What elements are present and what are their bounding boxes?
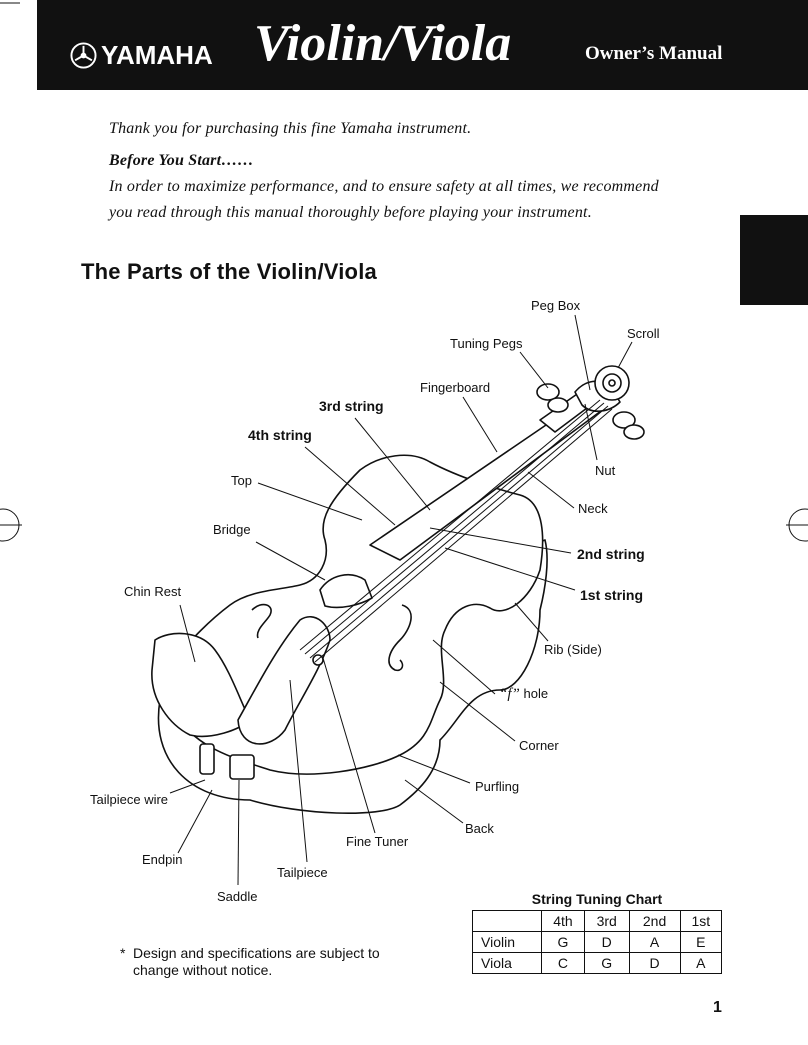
endpin-shape [199,743,215,775]
header-cell: 2nd [628,910,681,932]
note-cell: D [583,931,630,953]
label-scroll: Scroll [627,326,660,341]
disclaimer-note: * Design and specifications are subject … [120,945,420,979]
label-2nd-string: 2nd string [577,546,645,562]
intro-body-line-1: In order to maximize performance, and to… [109,178,659,195]
label-corner: Corner [519,738,559,753]
intro-section: Thank you for purchasing this fine Yamah… [109,116,729,226]
document-subtitle: Owner’s Manual [585,43,723,64]
label-fine-tuner: Fine Tuner [346,834,409,849]
label-bridge: Bridge [213,522,251,537]
note-cell: G [541,931,585,953]
note-cell: E [679,931,723,953]
header-cell: 1st [679,910,723,932]
saddle-shape [229,754,255,780]
label-endpin: Endpin [142,852,183,867]
label-peg-box: Peg Box [531,298,581,313]
label-f-hole-letter: “f” [499,686,520,702]
tuning-peg-2 [547,397,569,413]
instrument-cell: Viola [472,952,542,974]
label-rib-side: Rib (Side) [544,642,602,657]
label-f-hole-word: hole [523,686,549,701]
header-cell: 3rd [583,910,630,932]
header-banner: YAMAHA Violin/Viola Owner’s Manual [37,0,808,90]
label-neck: Neck [578,501,608,516]
tuning-peg-1 [536,383,560,401]
brand-logo: YAMAHA [70,40,213,71]
label-nut: Nut [595,463,616,478]
f-hole-left [251,603,272,639]
tuning-chart-header-row: 4th 3rd 2nd 1st [472,910,723,932]
label-purfling: Purfling [475,779,520,794]
label-tailpiece: Tailpiece [277,865,328,880]
scroll-shape [594,365,630,401]
violin-diagram [151,314,645,886]
note-text: Design and specifications are subject to… [133,945,380,978]
tuning-chart-row: Violin G D A E [472,931,723,953]
label-tailpiece-wire: Tailpiece wire [90,792,169,807]
tuning-fork-logo-icon [70,42,97,69]
note-cell: A [628,931,681,953]
tuning-peg-4 [623,424,645,440]
tailpiece-shape [237,616,331,745]
note-asterisk: * [120,945,126,961]
note-cell: G [583,952,630,974]
tuning-chart-row: Viola C G D A [472,952,723,974]
brand-name: YAMAHA [101,40,213,70]
label-back: Back [465,821,494,836]
label-4th-string: 4th string [248,427,312,443]
label-chin-rest: Chin Rest [124,584,182,599]
side-index-tab [740,215,808,305]
before-you-start-heading: Before You Start…… [109,152,254,169]
page-number: 1 [713,999,722,1016]
section-title: The Parts of the Violin/Viola [81,259,377,284]
registration-mark-right [786,508,808,542]
note-cell: D [628,952,681,974]
intro-thanks: Thank you for purchasing this fine Yamah… [109,120,472,137]
registration-mark-top-left [0,2,20,4]
f-hole-right [388,604,412,672]
note-cell: A [679,952,723,974]
label-3rd-string: 3rd string [319,398,384,414]
registration-mark-left [0,508,22,542]
tuning-chart-title: String Tuning Chart [531,891,663,907]
label-f-hole: “f” hole [499,686,548,703]
label-fingerboard: Fingerboard [420,380,491,395]
tuning-peg-3 [612,411,636,429]
instrument-cell: Violin [472,931,542,953]
header-cell: 4th [541,910,585,932]
label-1st-string: 1st string [580,587,644,603]
label-top: Top [231,473,252,488]
intro-body-line-2: you read through this manual thoroughly … [109,204,592,221]
label-tuning-pegs: Tuning Pegs [450,336,523,351]
header-cell [472,910,542,932]
tuning-chart-table: 4th 3rd 2nd 1st Violin G D A E Viola C G… [472,910,723,974]
document-title: Violin/Viola [254,15,512,72]
note-cell: C [541,952,585,974]
label-saddle: Saddle [217,889,258,904]
